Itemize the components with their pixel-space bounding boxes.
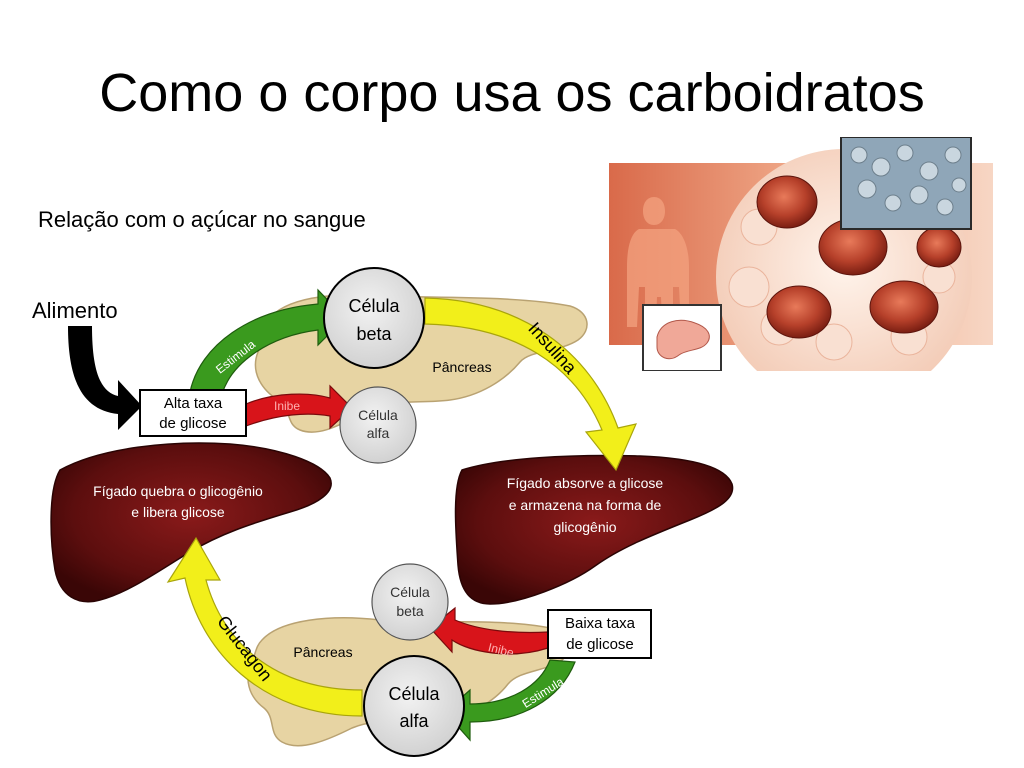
beta-cell-large-line1: Célula bbox=[348, 296, 400, 316]
pancreas-top-label: Pâncreas bbox=[432, 359, 491, 375]
liver-right-shape bbox=[454, 454, 734, 605]
liver-right-line3: glicogênio bbox=[553, 519, 616, 535]
pancreas-bottom-label: Pâncreas bbox=[293, 644, 352, 660]
liver-left-shape bbox=[50, 442, 332, 603]
beta-cell-small-line2: beta bbox=[396, 603, 423, 619]
alpha-cell-small-line2: alfa bbox=[367, 425, 390, 441]
glucagon-arrow bbox=[166, 536, 363, 717]
beta-cell-large-line2: beta bbox=[356, 324, 392, 344]
islet-cells bbox=[756, 175, 962, 339]
alpha-cell-small-line1: Célula bbox=[358, 407, 398, 423]
food-arrow bbox=[68, 326, 142, 430]
beta-cell-large bbox=[323, 267, 425, 369]
pancreas-inset-icon bbox=[656, 319, 710, 360]
beta-cell-small-line1: Célula bbox=[390, 584, 430, 600]
low-glucose-line1: Baixa taxa bbox=[565, 615, 636, 632]
alpha-cell-large bbox=[363, 655, 465, 757]
liver-right-line1: Fígado absorve a glicose bbox=[507, 475, 664, 491]
high-glucose-box bbox=[139, 389, 247, 437]
micrograph-cells bbox=[850, 144, 967, 216]
alpha-cell-small bbox=[339, 386, 417, 464]
inhibits-top-label: Inibe bbox=[274, 399, 300, 413]
inhibits-bottom-label: Inibe bbox=[487, 640, 516, 660]
slide-subtitle: Relação com o açúcar no sangue bbox=[38, 207, 366, 232]
high-glucose-line1: Alta taxa bbox=[164, 395, 223, 412]
beta-cell-small bbox=[371, 563, 449, 641]
low-glucose-box bbox=[547, 609, 652, 659]
high-glucose-line2: de glicose bbox=[159, 415, 227, 432]
low-glucose-line2: de glicose bbox=[566, 636, 634, 653]
insulin-arrow bbox=[424, 297, 638, 472]
liver-right-line2: e armazena na forma de bbox=[509, 497, 662, 513]
food-label: Alimento bbox=[32, 298, 118, 323]
human-silhouette-icon bbox=[627, 197, 689, 345]
pancreas-cells-illustration bbox=[609, 137, 993, 371]
slide-title: Como o corpo usa os carboidratos bbox=[99, 63, 925, 123]
liver-left-line1: Fígado quebra o glicogênio bbox=[93, 483, 263, 499]
alpha-cell-large-line2: alfa bbox=[399, 711, 429, 731]
liver-left-line2: e libera glicose bbox=[131, 504, 225, 520]
alpha-cell-large-line1: Célula bbox=[388, 684, 440, 704]
